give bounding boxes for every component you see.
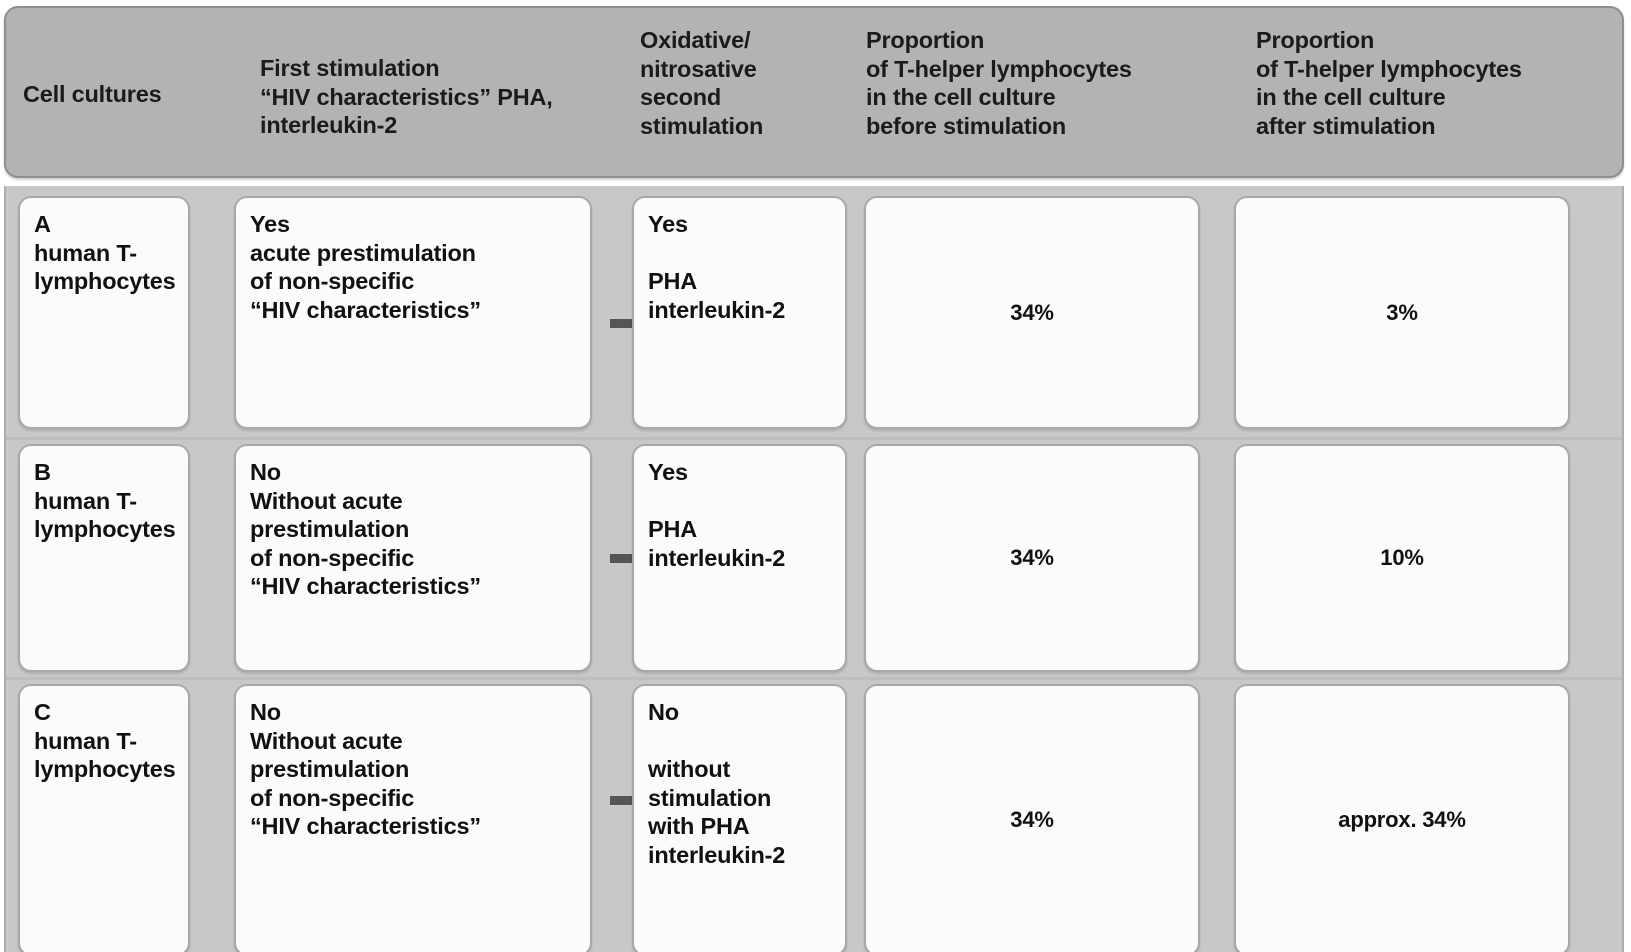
row-c-proportion-after-value: approx. 34% <box>1338 807 1466 832</box>
row-a-second-stimulation-label: Yes PHA interleukin-2 <box>648 211 786 323</box>
column-header-first-stimulation: First stimulation “HIV characteristics” … <box>260 55 553 138</box>
row-c-proportion-before-value: 34% <box>1010 807 1054 832</box>
row-c-second-stimulation-label: No without stimulation with PHA interleu… <box>648 699 786 868</box>
row-b-culture-label: B human T- lymphocytes <box>34 459 176 542</box>
row-c-proportion-after: approx. 34% <box>1234 684 1570 952</box>
row-c-second-stimulation: No without stimulation with PHA interleu… <box>632 684 847 952</box>
row-a-proportion-after: 3% <box>1234 196 1570 429</box>
row-a-second-stimulation: Yes PHA interleukin-2 <box>632 196 847 429</box>
row-b-second-stimulation-label: Yes PHA interleukin-2 <box>648 459 786 571</box>
arrow-shaft <box>610 319 638 328</box>
row-b-proportion-before: 34% <box>864 444 1200 672</box>
row-a-first-stimulation-label: Yes acute prestimulation of non-specific… <box>250 211 481 323</box>
row-c-first-stimulation: No Without acute prestimulation of non-s… <box>234 684 592 952</box>
row-c-first-stimulation-label: No Without acute prestimulation of non-s… <box>250 699 481 839</box>
row-a-first-stimulation: Yes acute prestimulation of non-specific… <box>234 196 592 429</box>
row-c-proportion-before: 34% <box>864 684 1200 952</box>
column-header-cell-cultures: Cell cultures <box>23 81 162 107</box>
column-header-proportion-after: Proportion of T-helper lymphocytes in th… <box>1256 27 1522 139</box>
column-header-second-stimulation: Oxidative/ nitrosative second stimulatio… <box>640 27 764 139</box>
row-c-cell-cultures: C human T- lymphocytes <box>18 684 190 952</box>
row-b-first-stimulation-label: No Without acute prestimulation of non-s… <box>250 459 481 599</box>
row-a-proportion-before-value: 34% <box>1010 299 1054 325</box>
table-header-band: Cell cultures First stimulation “HIV cha… <box>4 6 1624 178</box>
row-a-culture-label: A human T- lymphocytes <box>34 211 176 294</box>
row-a-cell-cultures: A human T- lymphocytes <box>18 196 190 429</box>
row-b-proportion-before-value: 34% <box>1010 545 1054 570</box>
row-b-second-stimulation: Yes PHA interleukin-2 <box>632 444 847 672</box>
row-separator-a-b <box>6 437 1622 440</box>
arrow-shaft <box>610 796 638 805</box>
row-b-cell-cultures: B human T- lymphocytes <box>18 444 190 672</box>
row-a-proportion-after-value: 3% <box>1386 299 1418 325</box>
row-b-proportion-after-value: 10% <box>1380 545 1424 570</box>
row-separator-b-c <box>6 677 1622 680</box>
row-b-proportion-after: 10% <box>1234 444 1570 672</box>
row-a-proportion-before: 34% <box>864 196 1200 429</box>
row-b-first-stimulation: No Without acute prestimulation of non-s… <box>234 444 592 672</box>
row-c-culture-label: C human T- lymphocytes <box>34 699 176 782</box>
column-header-proportion-before: Proportion of T-helper lymphocytes in th… <box>866 27 1132 139</box>
table-body: A human T- lymphocytes Yes acute prestim… <box>4 186 1624 952</box>
arrow-shaft <box>610 554 638 563</box>
